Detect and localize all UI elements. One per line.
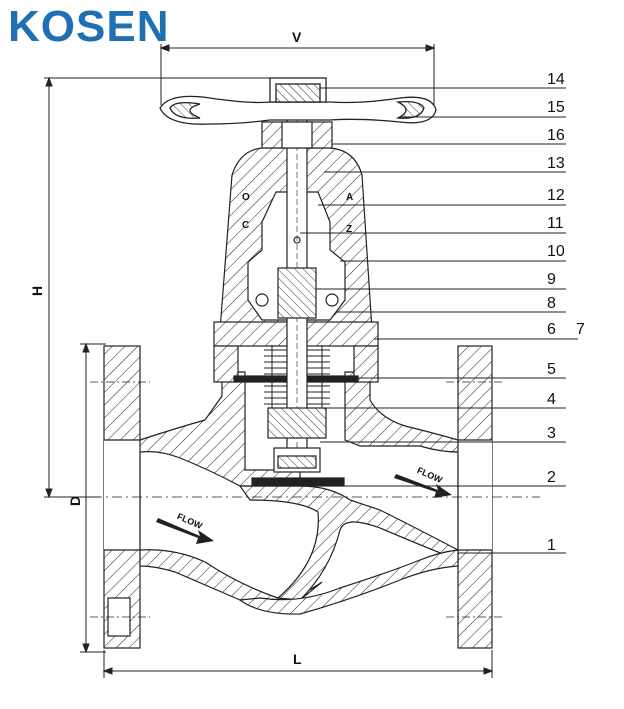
dimension-h-label: H [29,286,45,296]
dimension-d [80,342,106,654]
part-label-3: 3 [547,425,556,442]
dimension-d-label: D [67,496,83,506]
part-label-6: 6 [547,321,556,338]
kosen-logo: KOSEN [8,2,170,51]
part-label-9: 9 [547,271,556,288]
handwheel [159,77,437,125]
body-letter-3: A [346,192,353,203]
dimension-h [44,76,290,499]
passage-outline [139,452,459,550]
part-label-15: 15 [547,99,565,116]
flow-arrow-left [156,518,214,544]
part-label-7: 7 [576,321,585,338]
body-letter-2: C [242,220,249,231]
body-letter-1: O [242,192,250,203]
part-label-5: 5 [547,361,556,378]
dimension-v [159,44,436,105]
part-label-14: 14 [547,71,565,88]
yoke-nut [261,121,333,149]
leader-lines [300,87,578,554]
part-label-8: 8 [547,295,556,312]
part-label-4: 4 [547,391,556,408]
flow-label-right: FLOW [416,465,445,485]
part-label-11: 11 [547,215,564,232]
disc [251,447,345,487]
part-label-10: 10 [547,243,565,260]
part-label-12: 12 [547,187,565,204]
body-letter-4: Z [346,224,352,235]
part-label-2: 2 [547,469,556,486]
part-label-16: 16 [547,127,565,144]
part-label-13: 13 [547,155,565,172]
dimension-v-label: V [292,29,302,45]
dimension-l-label: L [293,651,302,667]
dimension-l [102,650,494,678]
part-label-1: 1 [547,537,556,554]
